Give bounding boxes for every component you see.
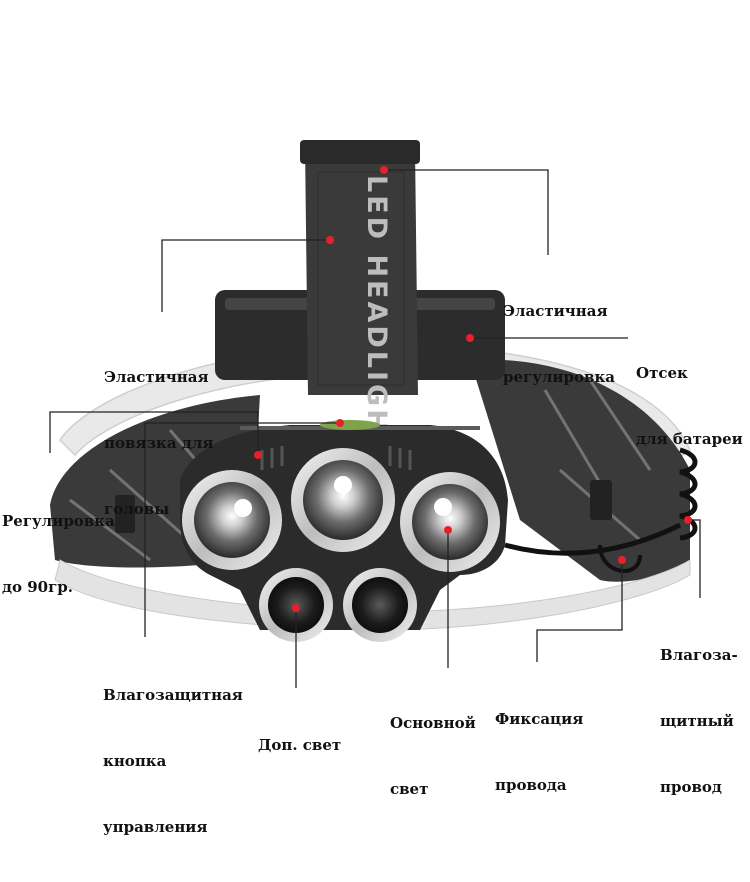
callout-markers (254, 166, 692, 612)
headlamp-diagram: LED HEADLIGHT (2, 140, 743, 836)
top-head-band (305, 145, 418, 395)
label-main-light: Основной свет (390, 714, 476, 798)
coiled-cable (504, 522, 682, 556)
label-cable-fix: Фиксация провода (495, 710, 584, 794)
main-lens-center (291, 448, 395, 552)
leader-lines (49, 169, 701, 688)
label-tilt: Регулировка до 90гр. (2, 512, 115, 596)
right-band-clip (590, 480, 612, 520)
label-aux-light: Доп. свет (258, 736, 342, 754)
vent-fins (260, 446, 412, 470)
band-text-top: LED HEADLIGHT (361, 175, 392, 456)
cable-coil (679, 447, 698, 541)
main-lens-right (400, 472, 500, 572)
left-band-clip (115, 495, 135, 533)
top-indicator-strip (320, 420, 380, 430)
label-battery: Отсек для батареи (636, 364, 743, 448)
right-side-band (470, 359, 690, 582)
label-elastic-adjust: Эластичная регулировка (503, 302, 615, 386)
label-elastic-band: Эластичная повязка для головы (104, 368, 214, 518)
label-cable: Влагоза- щитный провод (660, 646, 738, 796)
aux-lens-right (343, 568, 417, 642)
main-lens-left (182, 470, 282, 570)
headlamp-illustration: LED HEADLIGHT (49, 140, 701, 688)
label-button: Влагозащитная кнопка управления (103, 686, 243, 836)
